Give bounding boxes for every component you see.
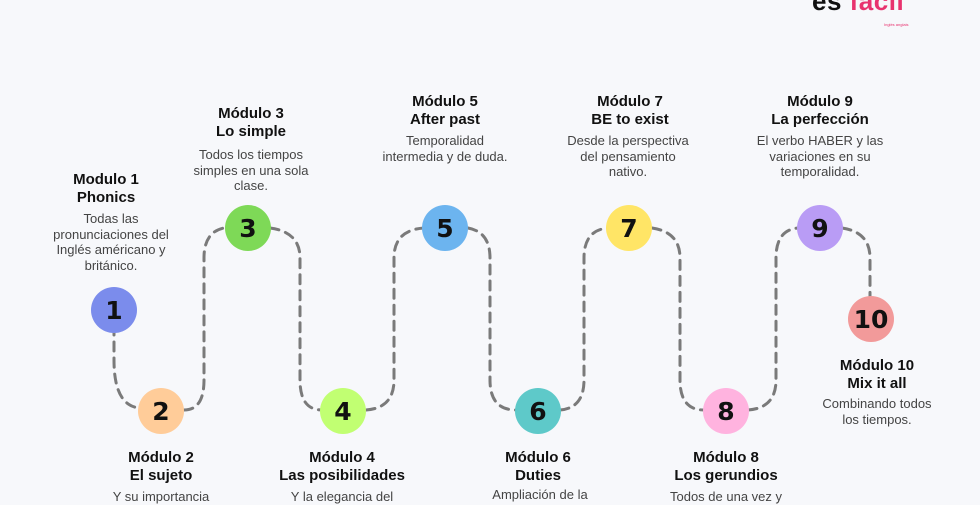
module-6-description: Ampliación de la	[492, 487, 588, 502]
module-1-node[interactable]: 1	[91, 287, 137, 333]
module-name: Duties	[515, 467, 561, 484]
module-number: 4	[334, 396, 352, 426]
module-3-node[interactable]: 3	[225, 205, 271, 251]
module-number: 6	[529, 396, 547, 426]
module-2-description: Y su importancia	[112, 489, 210, 504]
module-1-description: Todas las pronunciaciones del Inglés amé…	[53, 211, 169, 273]
module-name: Lo simple	[215, 123, 286, 140]
module-9-description: El verbo HABER y las variaciones en su t…	[756, 133, 884, 179]
module-number: 3	[239, 213, 257, 243]
module-name: La perfección	[771, 111, 869, 128]
module-2-node[interactable]: 2	[138, 388, 184, 434]
brand-logo: es fácil	[812, 0, 904, 17]
module-number: 2	[152, 396, 170, 426]
module-3-description: Todos los tiempos simples en una sola cl…	[193, 147, 309, 193]
module-name: Mix it all	[847, 375, 907, 392]
module-name: El sujeto	[129, 467, 193, 484]
module-number: 7	[620, 213, 638, 243]
module-8-description: Todos de una vez y	[669, 489, 783, 504]
module-10-description: Combinando todos los tiempos.	[822, 396, 932, 427]
module-name: BE to exist	[591, 111, 669, 128]
module-5-description: Temporalidad intermedia y de duda.	[382, 133, 508, 164]
brand-subtitle: Inglés anglais	[884, 22, 909, 27]
decorative-dots: • • • • •	[70, 0, 130, 3]
module-4-node[interactable]: 4	[320, 388, 366, 434]
module-number: 9	[811, 213, 829, 243]
module-label: Modulo 1	[73, 171, 139, 188]
module-label: Módulo 3	[218, 105, 284, 122]
module-name: Phonics	[76, 189, 136, 206]
module-7-node[interactable]: 7	[606, 205, 652, 251]
module-name: After past	[409, 111, 480, 128]
module-9-node[interactable]: 9	[797, 205, 843, 251]
module-10-node[interactable]: 10	[848, 296, 894, 342]
module-7-description: Desde la perspectiva del pensamiento nat…	[567, 133, 689, 179]
module-number: 5	[436, 213, 454, 243]
module-label: Módulo 7	[597, 93, 663, 110]
module-label: Módulo 4	[309, 449, 375, 466]
module-8-node[interactable]: 8	[703, 388, 749, 434]
module-number: 8	[717, 396, 735, 426]
module-number: 1	[105, 295, 123, 325]
brand-text: es fácil	[812, 0, 905, 16]
module-label: Módulo 10	[839, 357, 915, 374]
module-6-node[interactable]: 6	[515, 388, 561, 434]
module-label: Módulo 6	[505, 449, 571, 466]
module-label: Módulo 9	[787, 93, 853, 110]
dashed-route-line	[112, 226, 872, 412]
module-name: Las posibilidades	[279, 467, 405, 484]
module-5-node[interactable]: 5	[422, 205, 468, 251]
module-number: 10	[853, 304, 889, 334]
module-label: Módulo 2	[128, 449, 194, 466]
module-label: Módulo 8	[693, 449, 759, 466]
module-4-description: Y la elegancia del	[290, 489, 394, 504]
module-name: Los gerundios	[674, 467, 778, 484]
module-label: Módulo 5	[412, 93, 478, 110]
